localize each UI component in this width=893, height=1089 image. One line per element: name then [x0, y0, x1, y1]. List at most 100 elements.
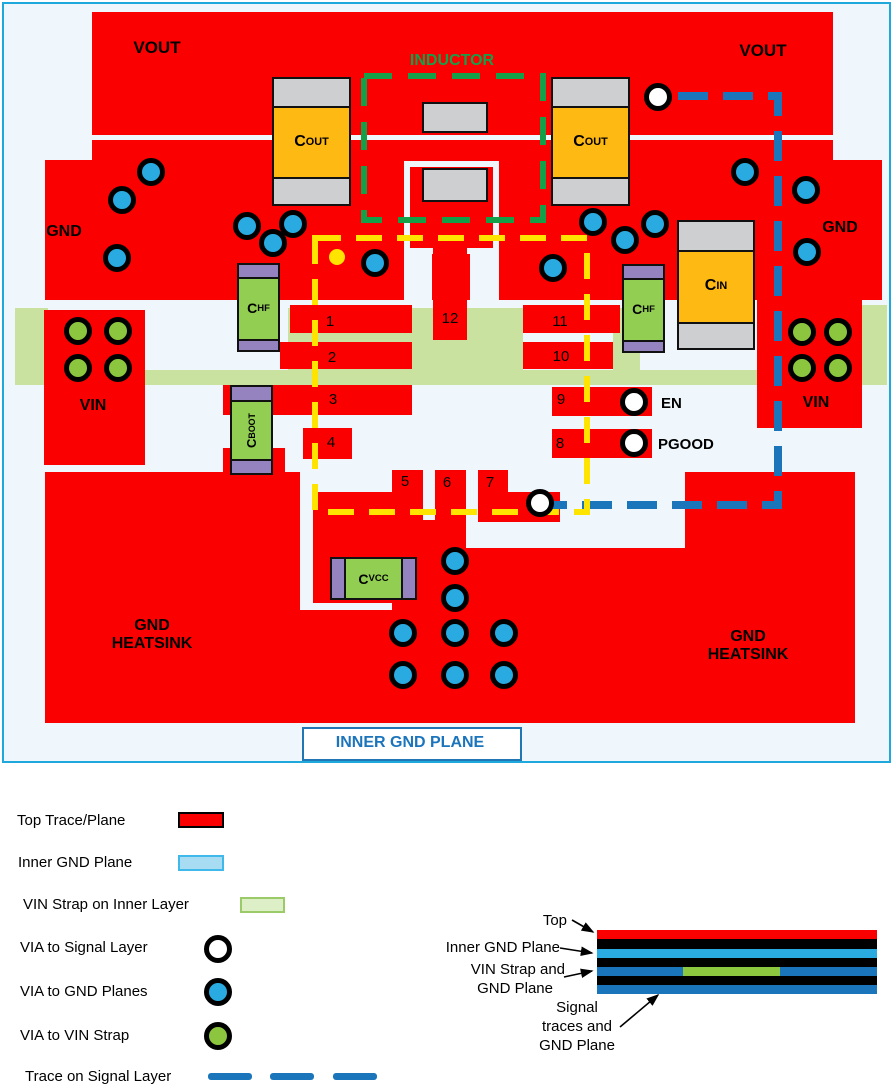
stackup-label-signal-3: GND Plane: [539, 1037, 615, 1054]
stackup-label-inner: Inner GND Plane: [445, 939, 560, 956]
vout-right-label: VOUT: [739, 41, 787, 60]
cboot-terminal-bottom: [230, 459, 273, 475]
gnd-via: [441, 584, 469, 612]
chf-right-label-sub: HF: [642, 303, 655, 315]
gnd-via: [259, 229, 287, 257]
pad-row-pin2: [280, 342, 412, 369]
inductor-label: INDUCTOR: [409, 52, 495, 69]
cout-left-label-sub: OUT: [305, 135, 329, 148]
pin-6: 6: [442, 474, 452, 491]
cin-label-main: C: [704, 277, 717, 294]
heatsink-left-line2: HEATSINK: [111, 635, 193, 652]
via-gnd-swatch: [204, 978, 232, 1006]
vin-via: [824, 318, 852, 346]
gnd-via: [233, 212, 261, 240]
vin-via: [824, 354, 852, 382]
heatsink-left: [45, 472, 300, 723]
cboot-label-main: C: [244, 438, 259, 448]
cvcc-label-main: C: [358, 570, 369, 587]
gnd-via: [441, 661, 469, 689]
inner-gnd-plane-label: INNER GND PLANE: [335, 734, 485, 751]
legend-label-via-signal: VIA to Signal Layer: [20, 939, 148, 956]
cvcc-body: [344, 557, 403, 600]
vin-via: [788, 354, 816, 382]
vin-strap-swatch: [240, 897, 285, 913]
chf-left-terminal-bottom: [237, 339, 280, 352]
gnd-via: [792, 176, 820, 204]
gnd-via: [641, 210, 669, 238]
chf-left-body: [237, 277, 280, 341]
cout-left-label-main: C: [294, 132, 306, 150]
gnd-right-label: GND: [822, 219, 858, 236]
chf-left-label-main: C: [247, 300, 258, 316]
vin-via: [788, 318, 816, 346]
stackup-label-top: Top: [542, 912, 567, 929]
arrow-vin-strap: [563, 968, 594, 979]
copper-gnd-right-ext: [833, 160, 882, 300]
signal-trace-swatch: [333, 1073, 377, 1080]
inner-gnd-plane-box: INNER GND PLANE: [302, 727, 522, 761]
signal-via: [644, 83, 672, 111]
cboot-body: [230, 400, 273, 461]
via-signal-swatch: [204, 935, 232, 963]
vin-left-label: VIN: [79, 397, 107, 414]
pin-1: 1: [325, 313, 335, 330]
chf-left-label-sub: HF: [257, 302, 270, 314]
legend-label-top-plane: Top Trace/Plane: [17, 812, 126, 829]
legend-label-via-gnd: VIA to GND Planes: [20, 983, 148, 1000]
pin-8: 8: [555, 435, 565, 452]
inductor-pad-top: [422, 102, 488, 133]
signal-via-sw: [526, 489, 554, 517]
stackup-dielectric-1: [597, 939, 877, 949]
gnd-via: [103, 244, 131, 272]
sw-isolation-right: [470, 254, 499, 306]
via-vin-swatch: [204, 1022, 232, 1050]
chf-right-label-main: C: [632, 301, 643, 317]
heatsink-right-line2: HEATSINK: [707, 646, 789, 663]
vin-right-label: VIN: [802, 394, 830, 411]
vout-left-label: VOUT: [133, 38, 181, 57]
gnd-via: [361, 249, 389, 277]
heatsink-right-upper: [685, 472, 855, 552]
heatsink-right: [465, 548, 855, 723]
pin-11: 11: [552, 313, 568, 330]
pin-12: 12: [441, 310, 459, 327]
vin-via: [64, 317, 92, 345]
heatsink-center: [300, 610, 465, 723]
gnd-via: [490, 619, 518, 647]
cout-right-label-sub: OUT: [584, 135, 608, 148]
arrow-top: [571, 919, 595, 933]
cout-right-terminal-bottom: [551, 177, 630, 206]
heatsink-right-label: GND HEATSINK: [673, 628, 823, 664]
arrow-signal: [619, 993, 660, 1028]
gnd-via: [389, 661, 417, 689]
heatsink-right-line1: GND: [730, 628, 766, 645]
gnd-via: [490, 661, 518, 689]
vin-via: [64, 354, 92, 382]
gnd-via: [108, 186, 136, 214]
cboot-label-sub: BOOT: [246, 413, 257, 439]
heatsink-left-label: GND HEATSINK: [77, 617, 227, 653]
heatsink-left-line1: GND: [134, 617, 170, 634]
signal-via-pgood: [620, 429, 648, 457]
legend-label-signal-trace: Trace on Signal Layer: [25, 1068, 172, 1085]
gnd-via: [539, 254, 567, 282]
gnd-via: [731, 158, 759, 186]
stackup-label-signal-2: traces and: [541, 1018, 613, 1035]
pin-3: 3: [328, 391, 338, 408]
pin-7: 7: [485, 474, 495, 491]
en-label: EN: [661, 395, 682, 412]
gnd-via: [441, 547, 469, 575]
legend-label-inner-gnd: Inner GND Plane: [18, 854, 133, 871]
gnd-left-label: GND: [46, 223, 82, 240]
pin-2: 2: [327, 349, 337, 366]
inductor-pad-bottom: [422, 168, 488, 202]
stackup-layer-signal: [597, 985, 877, 994]
